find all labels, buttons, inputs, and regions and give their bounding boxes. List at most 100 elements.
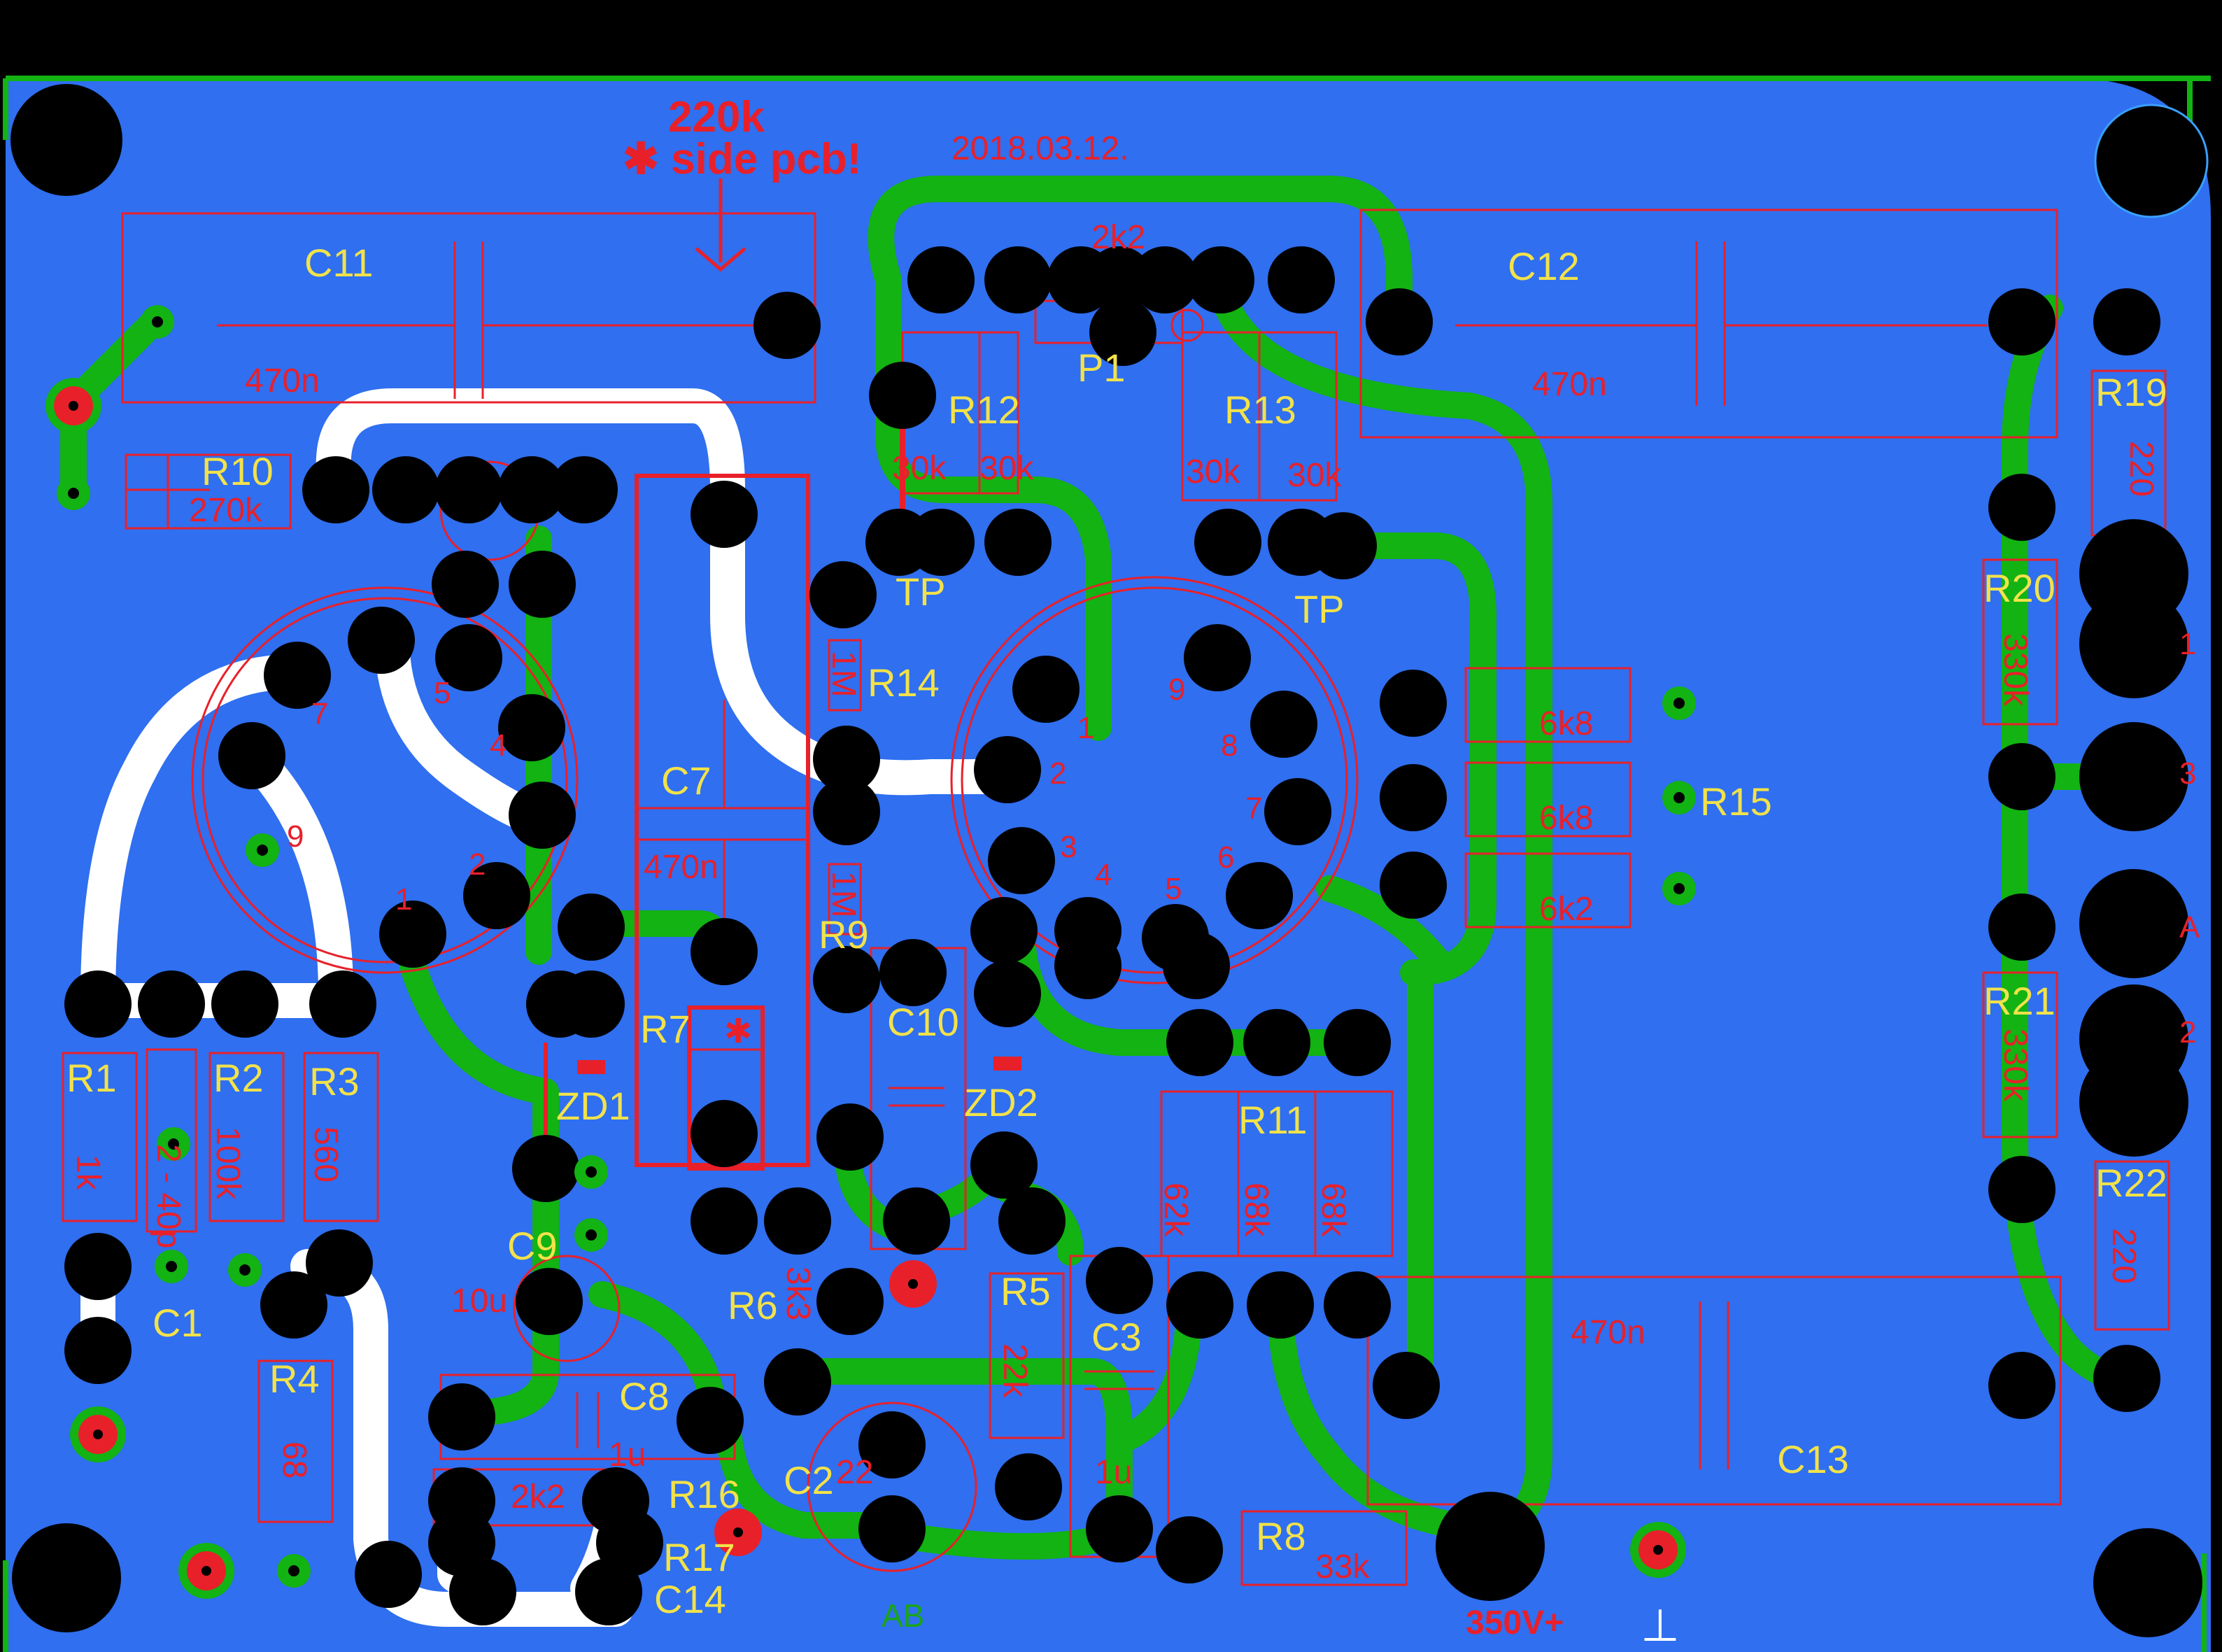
label-r13: R13 <box>1224 388 1296 432</box>
pad <box>691 918 758 985</box>
pad <box>2093 288 2160 355</box>
pad <box>1373 1352 1440 1419</box>
ab-label: AB <box>882 1597 924 1634</box>
value-r6: 3k3 <box>779 1266 816 1320</box>
label-c12: C12 <box>1508 244 1580 288</box>
value-r16: 2k2 <box>511 1478 565 1516</box>
value-r2: 100k <box>209 1127 246 1200</box>
pad <box>372 456 439 523</box>
via-hole <box>1673 792 1685 803</box>
label-r21: R21 <box>1983 979 2055 1023</box>
pad <box>64 1233 132 1300</box>
label-r7: R7 <box>640 1007 691 1051</box>
value-r11-c: 68k <box>1315 1182 1352 1237</box>
pad <box>309 970 376 1038</box>
pad <box>813 778 880 845</box>
right-tube-socket <box>950 576 1359 984</box>
pad <box>1988 474 2055 541</box>
pad <box>1324 1009 1391 1076</box>
pad <box>995 1453 1062 1520</box>
note-text: ✱ side pcb! <box>623 135 861 183</box>
via-hole <box>586 1229 597 1241</box>
pad <box>907 509 975 576</box>
value-r7-mark: ✱ <box>724 1013 752 1050</box>
pad <box>691 481 758 548</box>
pad <box>1131 246 1198 313</box>
r10-outline <box>125 453 292 530</box>
pad <box>435 456 502 523</box>
pad <box>138 970 205 1038</box>
pad <box>498 694 565 761</box>
value-r22: 220 <box>2105 1228 2142 1284</box>
header-pad <box>2079 1047 2188 1157</box>
note-value: 220k <box>668 93 765 141</box>
red-pad-hole <box>69 401 78 411</box>
left-tube-pin-5: 5 <box>434 676 451 710</box>
label-r2: R2 <box>213 1056 264 1100</box>
label-c7: C7 <box>661 758 712 803</box>
pad <box>1247 1271 1314 1339</box>
label-r19: R19 <box>2095 370 2167 414</box>
value-r13-a: 30k <box>1186 453 1240 490</box>
c12-outline <box>1359 209 2058 439</box>
value-r10: 270k <box>189 492 262 529</box>
tube-pin-5: 5 <box>1165 872 1182 906</box>
pad <box>984 509 1052 576</box>
pad <box>764 1187 831 1255</box>
value-r15a: 6k8 <box>1539 705 1593 742</box>
label-c3: C3 <box>1091 1315 1142 1359</box>
value-r21: 330k <box>1997 1029 2034 1102</box>
via-hole <box>1673 698 1685 709</box>
left-tube-pin-2: 2 <box>469 847 486 882</box>
label-c2: C2 <box>784 1458 834 1502</box>
pad <box>64 970 132 1038</box>
pad <box>218 722 285 789</box>
label-c9: C9 <box>507 1224 558 1268</box>
red-pad-hole <box>1653 1545 1663 1555</box>
supply-label: 350V+ <box>1466 1604 1564 1642</box>
pad <box>691 1100 758 1167</box>
value-r3: 560 <box>307 1127 344 1182</box>
value-r15c: 6k2 <box>1539 891 1593 928</box>
supply-pad <box>1436 1492 1545 1601</box>
value-r15b: 6k8 <box>1539 800 1593 837</box>
pad <box>1012 656 1080 723</box>
pad <box>1086 1495 1153 1562</box>
pad <box>512 1135 579 1202</box>
pad <box>509 782 576 849</box>
tube-pin-4: 4 <box>1095 858 1112 892</box>
test-pad-hole <box>733 1527 743 1537</box>
pad <box>498 456 565 523</box>
pad <box>869 362 936 429</box>
labels: 220k ✱ side pcb! 2018.03.12. 350V+ ⊥ AB … <box>66 93 2200 1651</box>
label-r9: R9 <box>819 912 869 956</box>
pad <box>677 1387 744 1454</box>
pad <box>816 1268 884 1335</box>
pad <box>813 946 880 1013</box>
pad <box>435 624 502 691</box>
label-r3: R3 <box>309 1059 360 1103</box>
value-c1: 2 - 40p <box>150 1144 187 1248</box>
r20-outline <box>1982 558 2058 726</box>
zd1-band <box>577 1060 605 1074</box>
label-c10: C10 <box>887 1000 959 1044</box>
pad <box>516 1268 583 1335</box>
pad <box>1054 932 1121 999</box>
value-r8: 33k <box>1315 1548 1370 1586</box>
r-6k8-b-outline <box>1464 761 1632 838</box>
label-r22: R22 <box>2095 1161 2167 1205</box>
label-r5: R5 <box>1000 1269 1051 1313</box>
pad <box>1264 778 1331 845</box>
value-c13: 470n <box>1571 1314 1646 1351</box>
label-r4: R4 <box>269 1357 320 1401</box>
pad <box>1366 288 1433 355</box>
header-pin-2: 2 <box>2179 1015 2196 1050</box>
mounting-hole <box>10 84 122 196</box>
pad <box>64 1317 132 1384</box>
pad <box>1226 862 1293 929</box>
value-r4: 68 <box>276 1441 313 1478</box>
tube-pin-3: 3 <box>1060 830 1077 864</box>
pad <box>575 1558 642 1625</box>
r9-small-outline <box>828 863 862 936</box>
